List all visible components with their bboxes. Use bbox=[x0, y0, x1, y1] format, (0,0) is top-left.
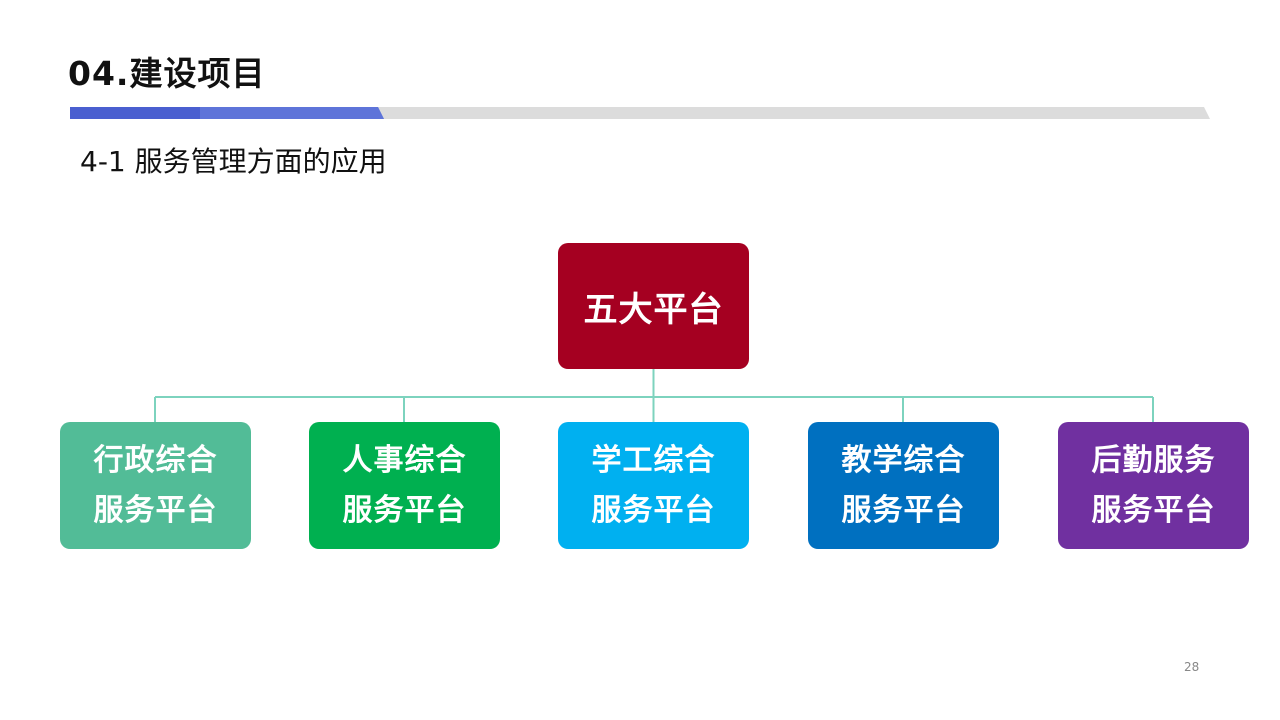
child-node-administration: 行政综合 服务平台 bbox=[60, 422, 251, 549]
child-node-line2: 服务平台 bbox=[591, 492, 716, 528]
child-node-line1: 行政综合 bbox=[93, 442, 218, 478]
section-subtitle: 4-1 服务管理方面的应用 bbox=[80, 145, 387, 178]
page-number: 28 bbox=[1184, 660, 1200, 674]
child-node-line2: 服务平台 bbox=[342, 492, 467, 528]
page-title: 04.建设项目 bbox=[68, 54, 266, 93]
child-node-line2: 服务平台 bbox=[1091, 492, 1216, 528]
child-node-line1: 教学综合 bbox=[841, 442, 966, 478]
child-node-line2: 服务平台 bbox=[841, 492, 966, 528]
child-node-line1: 学工综合 bbox=[591, 442, 716, 478]
title-bar-accent-fade bbox=[200, 107, 384, 119]
child-node-student-affairs: 学工综合 服务平台 bbox=[558, 422, 749, 549]
child-node-line2: 服务平台 bbox=[93, 492, 218, 528]
child-node-personnel: 人事综合 服务平台 bbox=[309, 422, 500, 549]
child-node-line1: 人事综合 bbox=[342, 442, 467, 478]
root-node-label: 五大平台 bbox=[583, 289, 724, 330]
child-node-line1: 后勤服务 bbox=[1091, 442, 1216, 478]
child-node-teaching: 教学综合 服务平台 bbox=[808, 422, 999, 549]
title-underline-bar bbox=[70, 107, 1210, 119]
child-node-logistics: 后勤服务 服务平台 bbox=[1058, 422, 1249, 549]
root-node-five-platforms: 五大平台 bbox=[558, 243, 749, 369]
